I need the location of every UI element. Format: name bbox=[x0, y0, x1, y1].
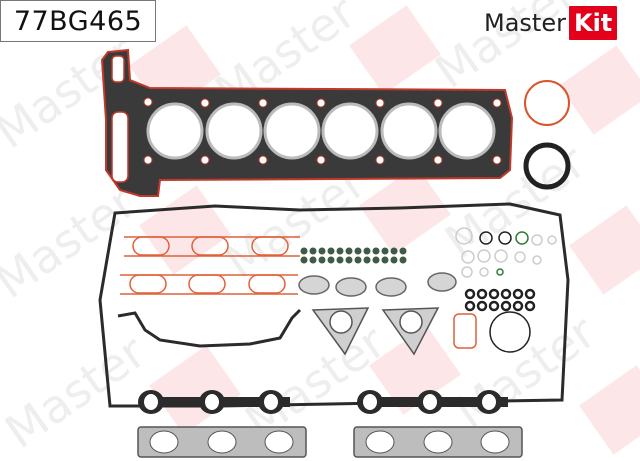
intake-manifold-gaskets bbox=[120, 236, 300, 295]
exhaust-port-rubber-gaskets bbox=[138, 390, 508, 414]
timing-cover-gasket bbox=[117, 308, 302, 348]
brand-name-master: Master bbox=[484, 9, 566, 37]
large-thin-o-ring bbox=[489, 311, 531, 353]
brand-logo: Master Kit bbox=[484, 6, 618, 40]
valve-cover-gasket bbox=[98, 202, 570, 408]
triangular-flange-gaskets bbox=[311, 307, 440, 356]
brand-name-kit: Kit bbox=[568, 6, 618, 40]
orange-o-ring-large bbox=[524, 80, 570, 126]
exhaust-manifold-gaskets bbox=[137, 426, 523, 458]
valve-stem-seals bbox=[300, 247, 407, 264]
orange-rectangular-seal bbox=[453, 313, 477, 349]
part-number-label: 77BG465 bbox=[0, 0, 156, 42]
small-flange-gaskets bbox=[298, 272, 457, 297]
cylinder-head-gasket bbox=[100, 48, 514, 197]
o-ring-assortment bbox=[455, 227, 557, 278]
spark-plug-seals bbox=[464, 288, 536, 312]
black-shaft-seal bbox=[523, 142, 571, 190]
